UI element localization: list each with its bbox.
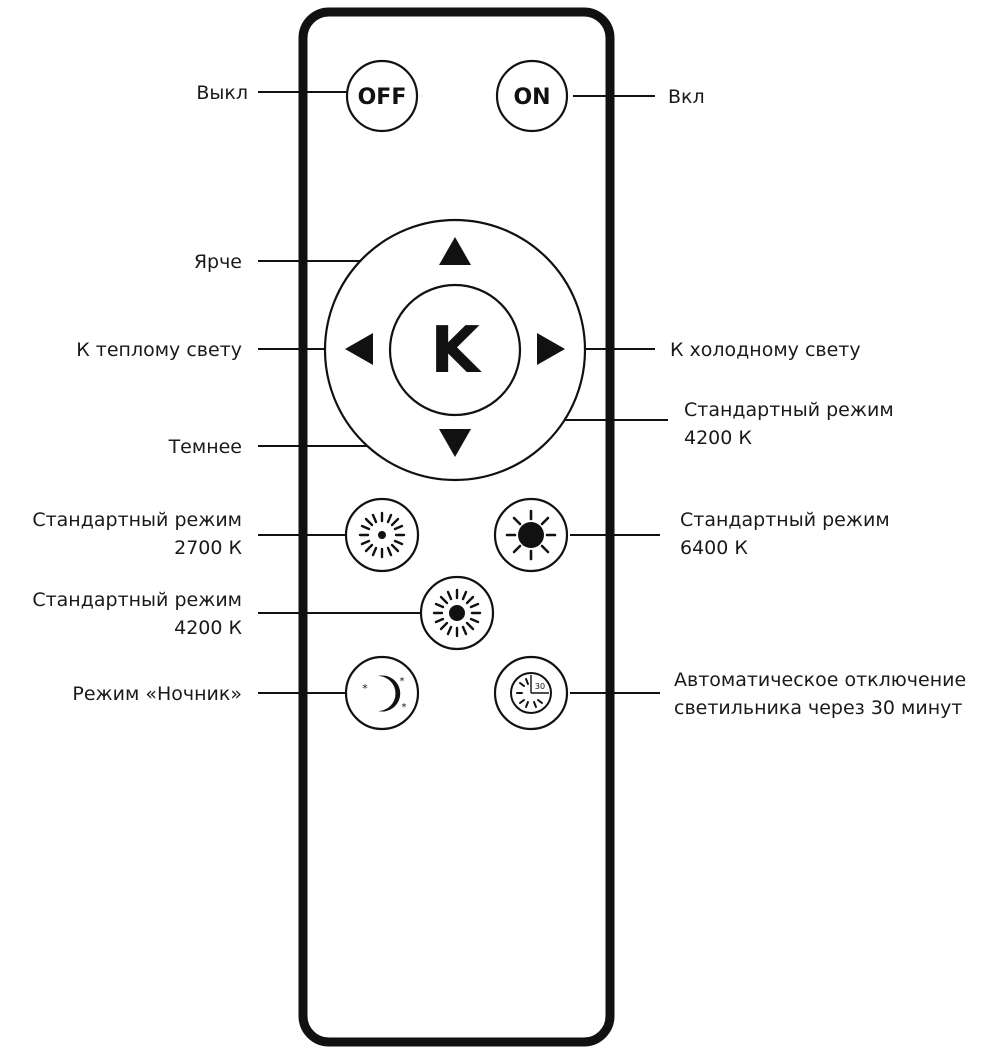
label-neutral-line1: Стандартный режим bbox=[32, 589, 242, 611]
label-darker: Темнее bbox=[168, 436, 242, 458]
arrow-up-icon[interactable] bbox=[439, 237, 471, 265]
label-colder: К холодному свету bbox=[670, 339, 861, 361]
sun-outline-icon bbox=[358, 511, 406, 559]
arrow-down-icon[interactable] bbox=[439, 429, 471, 457]
label-timer-line2: светильника через 30 минут bbox=[674, 697, 962, 719]
sun-filled-icon bbox=[505, 509, 557, 561]
off-button[interactable]: OFF bbox=[345, 59, 419, 133]
arrow-right-icon[interactable] bbox=[537, 333, 565, 365]
on-button[interactable]: ON bbox=[495, 59, 569, 133]
label-brighter: Ярче bbox=[194, 251, 242, 273]
cold-light-button[interactable] bbox=[493, 497, 569, 573]
sun-icon bbox=[432, 588, 482, 638]
label-standard-center-line1: Стандартный режим bbox=[684, 399, 894, 421]
label-warmer: К теплому свету bbox=[76, 339, 242, 361]
timer-30-icon: 30 bbox=[510, 672, 552, 714]
svg-text:*: * bbox=[400, 676, 405, 687]
svg-text:*: * bbox=[362, 682, 368, 695]
neutral-light-button[interactable] bbox=[419, 575, 495, 651]
label-cold-line2: 6400 К bbox=[680, 537, 748, 559]
label-on: Вкл bbox=[668, 86, 705, 108]
off-button-label: OFF bbox=[358, 85, 407, 110]
svg-text:*: * bbox=[402, 702, 407, 713]
arrow-left-icon[interactable] bbox=[345, 333, 373, 365]
timer-button[interactable]: 30 bbox=[493, 655, 569, 731]
timer-value: 30 bbox=[535, 682, 545, 691]
label-standard-center-line2: 4200 К bbox=[684, 427, 752, 449]
label-timer-line1: Автоматическое отключение bbox=[674, 669, 966, 691]
label-off: Выкл bbox=[196, 82, 248, 104]
label-cold-line1: Стандартный режим bbox=[680, 509, 890, 531]
warm-light-button[interactable] bbox=[344, 497, 420, 573]
moon-stars-icon: * * * bbox=[362, 675, 407, 713]
on-button-label: ON bbox=[513, 85, 550, 110]
label-warm-line2: 2700 К bbox=[174, 537, 242, 559]
center-k-button[interactable]: K bbox=[388, 283, 522, 417]
label-night: Режим «Ночник» bbox=[72, 683, 242, 705]
label-warm-line1: Стандартный режим bbox=[32, 509, 242, 531]
night-mode-button[interactable]: * * * bbox=[344, 655, 420, 731]
center-k-label: K bbox=[430, 314, 482, 388]
label-neutral-line2: 4200 К bbox=[174, 617, 242, 639]
